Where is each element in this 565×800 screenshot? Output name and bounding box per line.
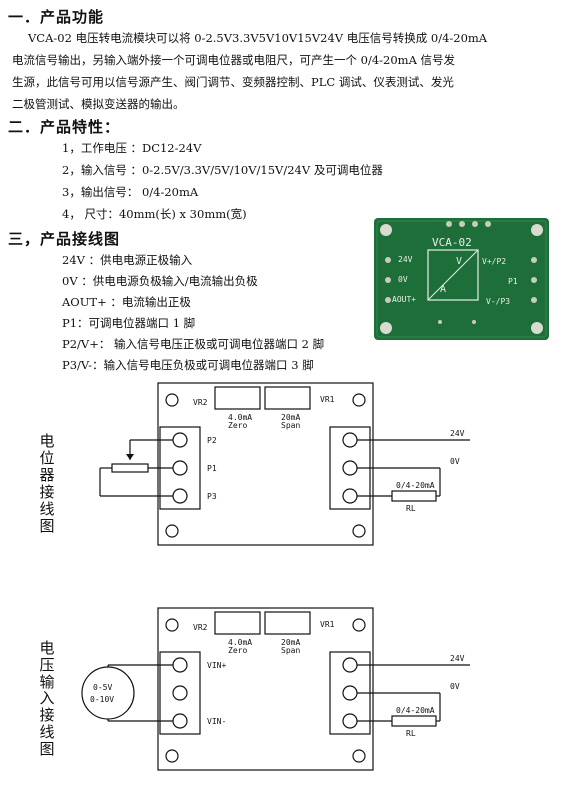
feature-item: 3，输出信号： 0/4-20mA — [62, 185, 199, 199]
load-rl: RL — [406, 729, 416, 738]
section-1-title: 一．产品功能 — [8, 8, 105, 26]
paragraph-line: 电流信号输出，另输入端外接一个可调电位器或电阻尺，可产生一个 0/4-20mA … — [12, 53, 456, 67]
pcb-label-aout: AOUT+ — [392, 295, 416, 304]
wiring-item: P1：可调电位器端口 1 脚 — [62, 316, 196, 330]
supply-0v: 0V — [450, 457, 460, 466]
feature-item: 2，输入信号 ：0-2.5V/3.3V/5V/10V/15V/24V 及可调电位… — [62, 163, 383, 177]
module-outline — [157, 382, 374, 546]
side-title-text: 电位器接线图 — [39, 432, 55, 535]
pcb-model: VCA-02 — [432, 236, 472, 249]
pcb-label-0v: 0V — [398, 275, 408, 284]
section-3-title: 三，产品接线图 — [8, 230, 121, 248]
load-rl: RL — [406, 504, 416, 513]
isolator-symbol — [427, 249, 479, 301]
section-1-body: VCA-02 电压转电流模块可以将 0-2.5V3.3V5V10V15V24V … — [12, 27, 548, 115]
zero-label: Zero — [228, 646, 247, 655]
pcb-label-p2: V+/P2 — [482, 257, 506, 266]
input-terminal-block — [159, 651, 201, 735]
mounting-hole — [380, 224, 392, 236]
zero-value: 4.0mA — [228, 413, 252, 422]
supply-0v: 0V — [450, 682, 460, 691]
mounting-hole — [380, 322, 392, 334]
span-value: 20mA — [281, 638, 300, 647]
feature-item: 4， 尺寸：40mm(长) x 30mm(宽) — [62, 207, 247, 221]
load-value: 0/4-20mA — [396, 481, 435, 490]
wiring-item: 0V ：供电电源负极输入/电流输出负极 — [62, 274, 258, 288]
vr1-pot-box — [264, 611, 311, 635]
source-range-5v: 0-5V — [93, 683, 112, 692]
pcb-board — [374, 218, 549, 340]
supply-24v: 24V — [450, 429, 465, 438]
span-label: Span — [281, 646, 300, 655]
potentiometer — [111, 463, 149, 473]
side-title-text: 电压输 — [39, 639, 55, 691]
vr1-label: VR1 — [320, 395, 335, 404]
symbol-v: V — [456, 256, 462, 267]
pcb-label-p3: V-/P3 — [486, 297, 510, 306]
span-label: Span — [281, 421, 300, 430]
pin-p2: P2 — [207, 436, 217, 445]
load-resistor — [391, 715, 437, 727]
load-resistor — [391, 490, 437, 502]
zero-value: 4.0mA — [228, 638, 252, 647]
module-outline — [157, 607, 374, 771]
pcb-label-p1: P1 — [508, 277, 518, 286]
feature-item: 1，工作电压 ：DC12-24V — [62, 141, 202, 155]
potentiometer-wiring-diagram: VR2 VR1 4.0mA Zero 20mA Span P2 P1 P3 24… — [99, 382, 470, 546]
wiring-item: 24V ：供电电源正极输入 — [62, 253, 193, 267]
wiring-item: P3/V-：输入信号电压负极或可调电位器端口 3 脚 — [62, 358, 314, 372]
pin-p1: P1 — [207, 464, 217, 473]
paragraph-line: 生源，此信号可用以信号源产生、阀门调节、变频器控制、PLC 调试、仪表测试、发光 — [12, 75, 454, 89]
pcb-photo: VCA-02 V A 24V 0V AOUT+ V+/P2 P1 V-/P3 — [374, 218, 549, 340]
paragraph-line: 二极管测试、模拟变送器的输出。 — [12, 97, 185, 111]
vr2-pot-box — [214, 386, 261, 410]
supply-24v: 24V — [450, 654, 465, 663]
symbol-a: A — [440, 284, 446, 295]
pcb-label-24v: 24V — [398, 255, 413, 264]
voltage-source — [81, 666, 135, 720]
side-title-text: 入接线图 — [39, 689, 55, 758]
diagram-2-side-title-a: 电压输 — [38, 640, 56, 691]
span-value: 20mA — [281, 413, 300, 422]
voltage-input-wiring-diagram: VR2 VR1 4.0mA Zero 20mA Span VIN+ VIN- 0… — [81, 607, 470, 771]
vr1-pot-box — [264, 386, 311, 410]
section-2-title: 二．产品特性： — [8, 118, 121, 136]
wiring-item: P2/V+： 输入信号电压正极或可调电位器端口 2 脚 — [62, 337, 325, 351]
pin-vin-minus: VIN- — [207, 717, 226, 726]
vr2-pot-box — [214, 611, 261, 635]
diagram-2-side-title-b: 入接线图 — [38, 690, 56, 758]
diagram-1-side-title: 电位器接线图 — [38, 433, 56, 535]
mounting-hole — [531, 224, 543, 236]
pin-p3: P3 — [207, 492, 217, 501]
pin-vin-plus: VIN+ — [207, 661, 226, 670]
vr2-label: VR2 — [193, 623, 208, 632]
vr2-label: VR2 — [193, 398, 208, 407]
load-value: 0/4-20mA — [396, 706, 435, 715]
source-range-10v: 0-10V — [90, 695, 114, 704]
vr1-label: VR1 — [320, 620, 335, 629]
mounting-hole — [531, 322, 543, 334]
wiring-item: AOUT+ ：电流输出正极 — [62, 295, 191, 309]
zero-label: Zero — [228, 421, 247, 430]
paragraph-line: VCA-02 电压转电流模块可以将 0-2.5V3.3V5V10V15V24V … — [28, 31, 488, 45]
